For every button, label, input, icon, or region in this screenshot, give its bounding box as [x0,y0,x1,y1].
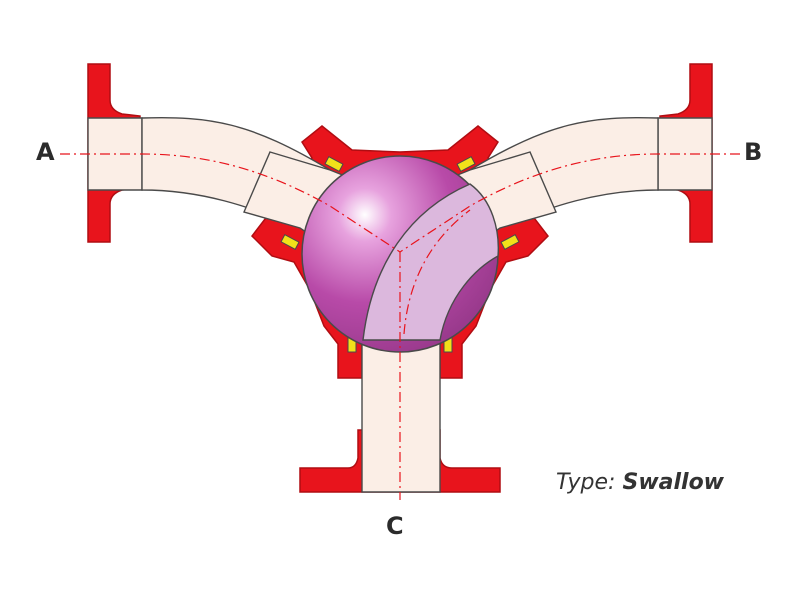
type-caption-prefix: Type: [556,470,616,495]
type-caption-value: Swallow [622,470,725,495]
ball-passage [362,183,499,341]
seat-a-bottom [280,234,300,250]
port-label-a: A [36,138,55,166]
centerline-passage [403,209,471,335]
centerlines [60,153,740,500]
seat-b-bottom [500,234,520,250]
type-caption: Type: Swallow [556,470,724,495]
port-label-b: B [744,138,763,166]
port-label-c: C [386,512,404,540]
centerline-b [399,153,740,253]
bores [87,117,713,493]
bore-c [361,333,441,493]
seat-a-top [324,156,344,172]
seat-b-top [456,156,476,172]
centerline-a [60,153,401,253]
